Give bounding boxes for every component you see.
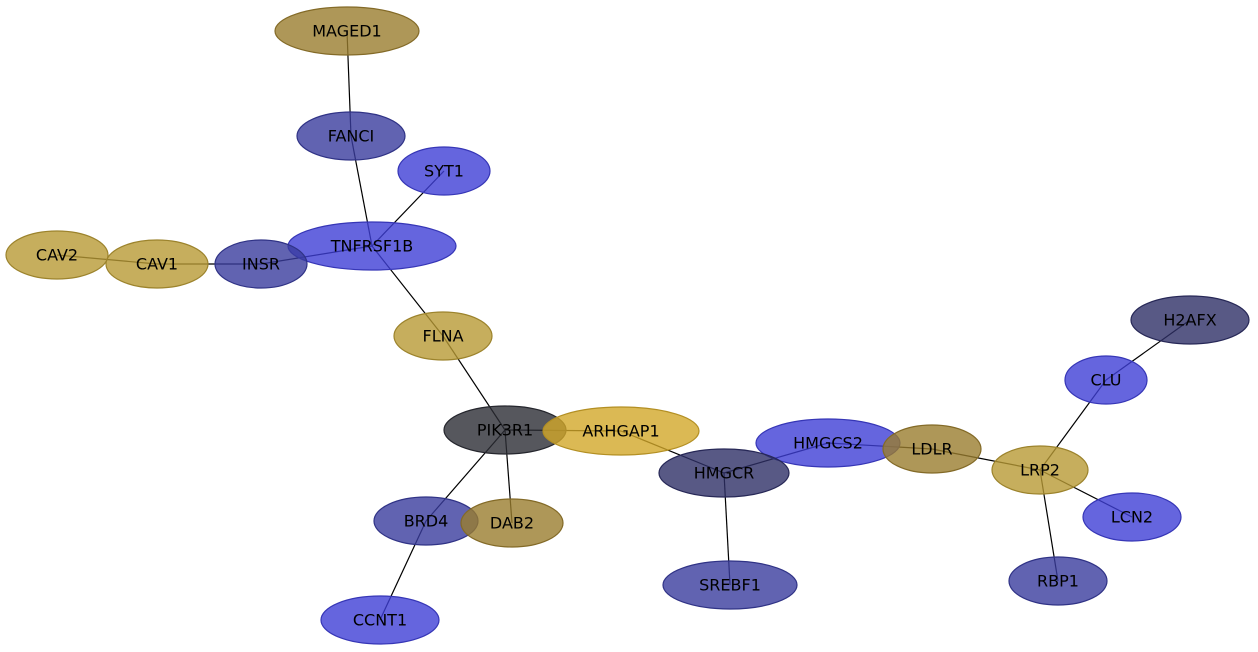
node-label: LCN2 (1111, 508, 1153, 527)
node-shape (320, 595, 440, 645)
node-shape (1008, 556, 1108, 606)
node-label: CLU (1091, 371, 1122, 390)
node-shape (658, 448, 790, 498)
node-insr[interactable]: INSR (214, 239, 308, 289)
node-shape (105, 239, 209, 289)
node-shape (1082, 492, 1182, 542)
node-shape (662, 560, 798, 610)
node-shape (460, 498, 564, 548)
node-maged1[interactable]: MAGED1 (274, 6, 420, 56)
node-label: CCNT1 (353, 611, 407, 630)
node-shape (1130, 295, 1250, 345)
node-h2afx[interactable]: H2AFX (1130, 295, 1250, 345)
node-shape (397, 146, 491, 196)
node-label: LRP2 (1020, 461, 1060, 480)
node-label: MAGED1 (312, 22, 381, 41)
node-label: H2AFX (1163, 311, 1216, 330)
node-rbp1[interactable]: RBP1 (1008, 556, 1108, 606)
node-srebf1[interactable]: SREBF1 (662, 560, 798, 610)
node-label: FANCI (328, 127, 375, 146)
node-arhgap1[interactable]: ARHGAP1 (542, 406, 700, 456)
edges-layer (56, 30, 1191, 621)
node-shape (296, 111, 406, 161)
node-shape (991, 445, 1089, 495)
node-label: LDLR (911, 440, 952, 459)
node-shape (5, 230, 109, 280)
node-label: BRD4 (404, 512, 449, 531)
node-syt1[interactable]: SYT1 (397, 146, 491, 196)
node-shape (214, 239, 308, 289)
node-pik3r1[interactable]: PIK3R1 (443, 405, 567, 455)
node-lrp2[interactable]: LRP2 (991, 445, 1089, 495)
node-brd4[interactable]: BRD4 (373, 496, 479, 546)
node-shape (1064, 355, 1148, 405)
node-shape (542, 406, 700, 456)
node-shape (882, 424, 982, 474)
node-label: HMGCS2 (793, 434, 863, 453)
node-tnfrsf1b[interactable]: TNFRSF1B (287, 221, 457, 271)
node-flna[interactable]: FLNA (393, 311, 493, 361)
node-label: SYT1 (424, 162, 464, 181)
node-ccnt1[interactable]: CCNT1 (320, 595, 440, 645)
node-label: HMGCR (694, 464, 755, 483)
node-label: ARHGAP1 (582, 422, 659, 441)
node-dab2[interactable]: DAB2 (460, 498, 564, 548)
node-label: RBP1 (1037, 572, 1079, 591)
node-shape (274, 6, 420, 56)
node-lcn2[interactable]: LCN2 (1082, 492, 1182, 542)
node-label: TNFRSF1B (330, 237, 414, 256)
node-label: CAV1 (136, 255, 178, 274)
node-cav2[interactable]: CAV2 (5, 230, 109, 280)
node-label: DAB2 (490, 514, 534, 533)
node-label: SREBF1 (699, 576, 761, 595)
node-label: CAV2 (36, 246, 78, 265)
node-shape (393, 311, 493, 361)
node-label: PIK3R1 (477, 421, 533, 440)
node-cav1[interactable]: CAV1 (105, 239, 209, 289)
node-clu[interactable]: CLU (1064, 355, 1148, 405)
node-fanci[interactable]: FANCI (296, 111, 406, 161)
node-ldlr[interactable]: LDLR (882, 424, 982, 474)
node-label: INSR (242, 255, 280, 274)
node-label: FLNA (422, 327, 463, 346)
node-hmgcr[interactable]: HMGCR (658, 448, 790, 498)
